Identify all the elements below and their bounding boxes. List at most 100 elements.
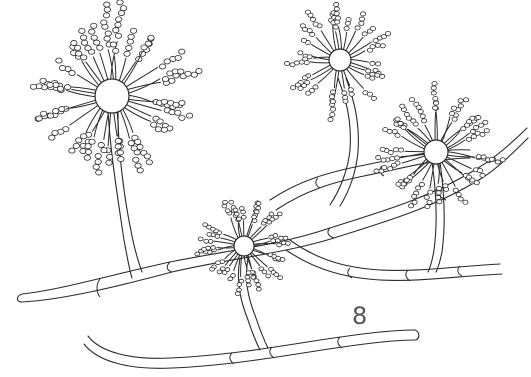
spore xyxy=(380,44,385,48)
conidial-head-top xyxy=(284,2,390,121)
spore xyxy=(97,45,103,50)
spore xyxy=(380,147,385,151)
spore xyxy=(262,270,267,274)
spore xyxy=(375,73,380,77)
spore xyxy=(30,84,36,89)
conidial-head-large xyxy=(30,0,202,175)
spore xyxy=(381,158,386,162)
spore xyxy=(64,85,70,90)
spore xyxy=(392,163,397,167)
phialide xyxy=(423,163,432,180)
phialide xyxy=(253,238,268,242)
spore xyxy=(298,51,303,55)
spore xyxy=(234,212,239,216)
spore xyxy=(474,181,479,185)
spore xyxy=(424,195,429,199)
spore xyxy=(254,210,259,214)
spore xyxy=(161,127,167,132)
spore xyxy=(175,55,181,60)
spore xyxy=(126,45,132,50)
phialide xyxy=(349,37,363,53)
spore xyxy=(304,61,309,65)
spore xyxy=(355,26,360,30)
spore xyxy=(394,148,399,152)
spore xyxy=(237,217,242,221)
phialide xyxy=(252,225,267,239)
spore xyxy=(370,76,375,80)
spore xyxy=(85,149,91,154)
spore xyxy=(53,82,59,87)
spore xyxy=(47,113,53,118)
spore xyxy=(135,163,141,168)
spore xyxy=(69,148,75,153)
spore xyxy=(390,157,395,161)
phialide xyxy=(351,60,369,63)
spore xyxy=(313,22,318,26)
spore xyxy=(237,288,242,292)
spore xyxy=(277,212,282,216)
spore xyxy=(436,191,441,195)
spore xyxy=(115,22,121,27)
spore xyxy=(41,111,47,116)
spore xyxy=(395,156,400,160)
spore xyxy=(427,200,432,204)
spore xyxy=(252,215,257,219)
spore xyxy=(480,132,485,136)
spore xyxy=(463,200,468,204)
phialide xyxy=(129,99,154,101)
spore xyxy=(85,46,91,51)
spore xyxy=(273,234,278,238)
spore xyxy=(40,78,46,83)
spore xyxy=(476,155,481,159)
vesicle xyxy=(95,79,129,113)
spore xyxy=(437,200,442,204)
spore xyxy=(128,141,134,146)
spore xyxy=(392,130,397,134)
spore xyxy=(274,215,279,219)
spore xyxy=(175,110,181,115)
spore xyxy=(388,167,393,171)
spore xyxy=(210,267,215,271)
spore xyxy=(466,137,471,141)
spore xyxy=(284,61,289,65)
phialide xyxy=(425,125,433,140)
phialide xyxy=(70,106,98,126)
phialide xyxy=(114,56,116,79)
spore xyxy=(286,241,291,245)
spore xyxy=(80,35,86,40)
spore xyxy=(376,62,381,66)
phialide xyxy=(254,244,276,245)
spore xyxy=(256,283,261,287)
spore xyxy=(155,127,161,132)
spore xyxy=(145,41,151,46)
spore xyxy=(130,28,136,33)
spore xyxy=(101,20,107,25)
phialide xyxy=(121,111,130,139)
spore xyxy=(225,209,230,213)
phialide xyxy=(313,65,331,75)
spore xyxy=(105,31,111,36)
spore xyxy=(159,64,165,69)
spore xyxy=(162,77,168,82)
spore xyxy=(370,27,375,31)
spore xyxy=(179,100,185,105)
spore xyxy=(396,182,401,186)
spore xyxy=(409,204,414,208)
spore xyxy=(277,243,282,247)
spore xyxy=(422,119,427,123)
phialide xyxy=(401,154,424,156)
lower-hypha xyxy=(84,330,419,368)
spore xyxy=(196,68,202,73)
spore xyxy=(299,60,304,64)
spore xyxy=(335,16,340,20)
spore xyxy=(251,275,256,279)
spore xyxy=(436,186,441,190)
phialide xyxy=(435,112,436,140)
spore xyxy=(484,129,489,133)
spore xyxy=(211,246,216,250)
spore xyxy=(207,232,212,236)
spore xyxy=(477,169,482,173)
spore xyxy=(271,239,276,243)
vesicle xyxy=(234,236,254,256)
